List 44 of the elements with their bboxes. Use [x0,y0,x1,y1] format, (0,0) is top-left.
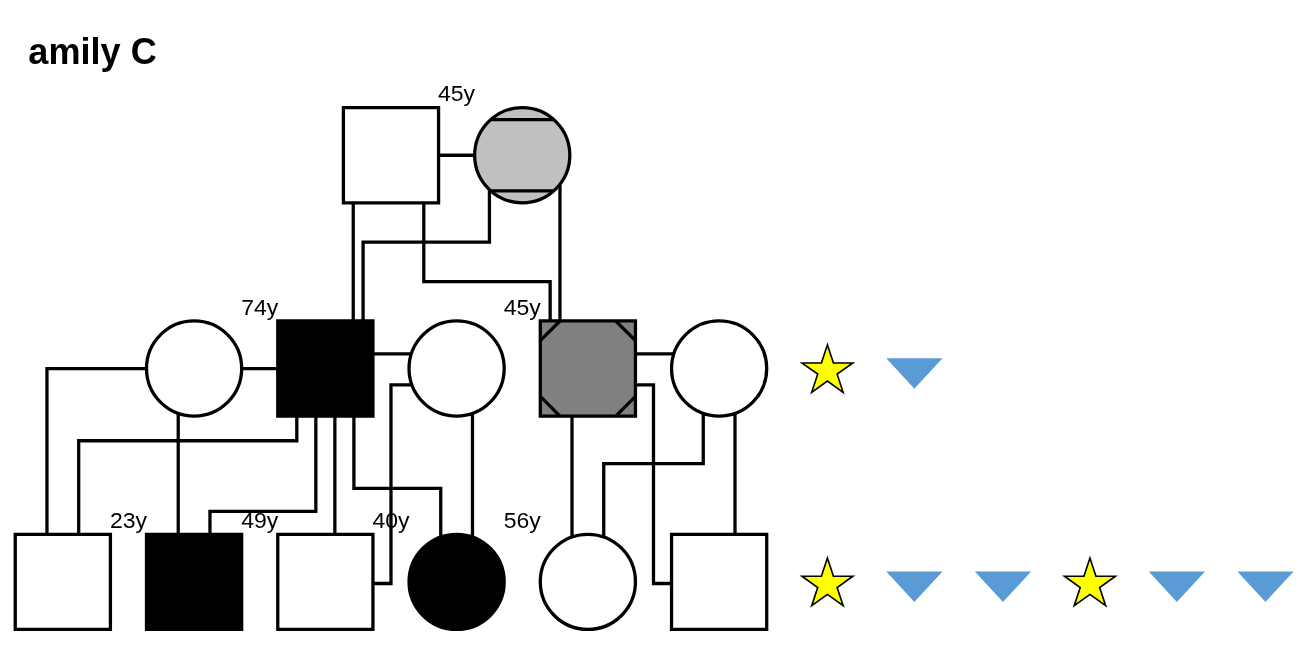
node-circle [407,319,506,418]
connector [242,366,278,371]
node-label: 56y [503,507,541,534]
connector [333,416,337,535]
node-circle [473,106,572,205]
node-triangle [1237,571,1294,602]
node-label: 49y [241,507,279,534]
node-box [13,532,113,632]
node-triangle [886,571,943,602]
node-star [799,342,856,395]
node-triangle [1148,571,1206,602]
node-star [1061,555,1118,608]
node-box [276,532,375,632]
connector [470,413,475,537]
node-label: 45y [438,80,476,107]
connector [352,416,443,537]
connector [361,190,492,321]
connector [733,413,737,534]
connector [45,366,146,534]
node-label: 45y [503,293,541,320]
connector [602,413,705,537]
node-label: 74y [241,293,279,320]
connector [176,413,180,534]
node-triangle [886,358,943,389]
node-label: 23y [109,507,147,534]
node-star [799,555,856,608]
connector [77,416,299,535]
connector [373,352,412,356]
connector [439,153,475,157]
node-triangle [974,571,1032,602]
connector [351,203,355,321]
node-circle [407,532,506,632]
connector [558,184,562,321]
node-box [669,532,769,632]
node-circle [538,532,638,632]
node-box [276,319,375,418]
connector [636,352,674,356]
node-box [341,106,441,205]
diagram-title: amily C [28,31,157,73]
connector [570,416,574,537]
node-circle [669,319,769,418]
node-circle [144,319,244,418]
connector [422,203,552,321]
connector [635,383,672,586]
